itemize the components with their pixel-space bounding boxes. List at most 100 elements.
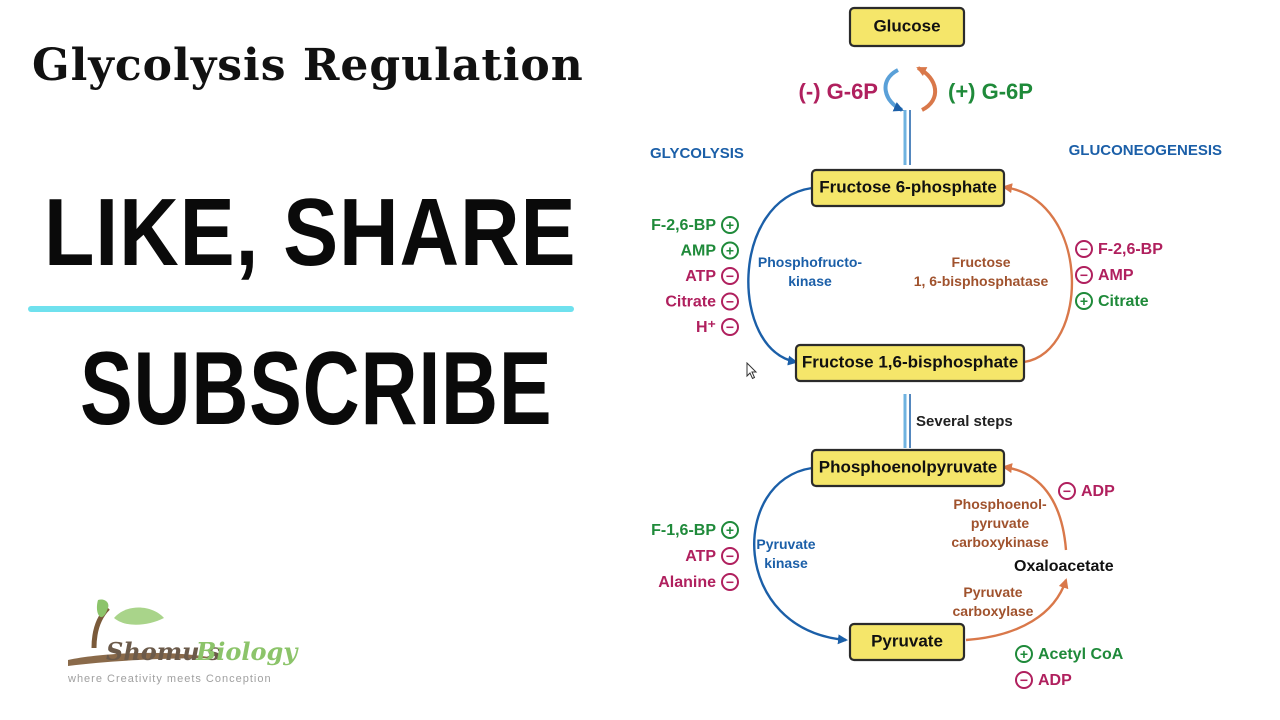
regulator-item: −ADP	[1058, 482, 1115, 500]
regulator-sign: +	[726, 522, 734, 538]
g6p-inhibit-arrow	[883, 68, 904, 112]
regulator-label: AMP	[680, 243, 716, 260]
glucose-f6p-arrow	[903, 110, 911, 165]
pepck-enzyme-label: Phosphoenol- pyruvate carboxykinase	[951, 496, 1048, 550]
regulator-item: −ATP	[685, 547, 739, 565]
regulator-item: +Acetyl CoA	[1015, 645, 1124, 663]
inhibitor-icon	[1075, 266, 1093, 284]
pepck-regulators: −ADP	[1058, 482, 1115, 500]
regulator-label: Citrate	[665, 294, 716, 311]
regulator-sign: +	[726, 243, 734, 259]
f16bp-box: Fructose 1,6-bisphosphate	[794, 343, 1026, 383]
pk-enzyme-label: Pyruvate kinase	[756, 536, 815, 571]
regulator-sign: −	[726, 548, 734, 564]
regulator-label: ADP	[1038, 672, 1072, 689]
regulator-label: ATP	[685, 548, 716, 565]
activator-icon	[1015, 645, 1033, 663]
regulator-label: F-1,6-BP	[651, 522, 716, 539]
pc-enzyme-label: Pyruvate carboxylase	[953, 584, 1034, 619]
svg-text:Phosphofructo-: Phosphofructo-	[758, 254, 863, 270]
regulator-sign: −	[726, 319, 734, 335]
svg-text:Phosphoenolpyruvate: Phosphoenolpyruvate	[819, 457, 998, 476]
sprout-icon	[68, 599, 214, 666]
regulator-sign: −	[726, 294, 734, 310]
regulator-label: Alanine	[658, 574, 716, 591]
regulator-item: + Citrate	[1075, 292, 1149, 310]
regulator-label: Citrate	[1098, 293, 1149, 310]
svg-text:Pyruvate: Pyruvate	[963, 584, 1022, 600]
gluconeogenesis-header: GLUCONEOGENESIS	[1069, 142, 1222, 159]
svg-text:Fructose: Fructose	[951, 254, 1010, 270]
activator-icon	[721, 216, 739, 234]
regulator-sign: −	[726, 574, 734, 590]
logo-tagline: where Creativity meets Conception	[67, 673, 272, 685]
regulator-sign: −	[1080, 267, 1088, 283]
regulator-item: −ATP	[685, 267, 739, 285]
regulator-sign: −	[1063, 483, 1071, 499]
svg-text:pyruvate: pyruvate	[971, 515, 1030, 531]
regulator-item: −AMP	[1075, 266, 1134, 284]
svg-text:1, 6-bisphosphatase: 1, 6-bisphosphatase	[914, 273, 1049, 289]
svg-text:Phosphoenol-: Phosphoenol-	[953, 496, 1047, 512]
regulator-item: + F-1,6-BP	[651, 521, 739, 539]
activator-icon	[721, 241, 739, 260]
regulator-sign: +	[726, 217, 734, 233]
subscribe-heading: SUBSCRIBE	[80, 331, 553, 447]
inhibitor-icon	[721, 573, 739, 591]
several-steps-arrow	[903, 394, 911, 448]
svg-text:Fructose 6-phosphate: Fructose 6-phosphate	[819, 177, 997, 196]
g6p-inhibit-label: (-) G-6P	[799, 79, 878, 104]
regulator-item: −F-2,6-BP	[1075, 240, 1163, 258]
inhibitor-icon	[1015, 671, 1033, 689]
svg-text:carboxylase: carboxylase	[953, 603, 1034, 619]
pfk-arrow	[747, 186, 813, 366]
regulator-sign: +	[1080, 293, 1088, 309]
page-title: Glycolysis Regulation	[32, 40, 584, 91]
pfk-enzyme-label: Phosphofructo- kinase	[758, 254, 863, 289]
svg-text:Glucose: Glucose	[873, 16, 940, 35]
svg-text:Pyruvate: Pyruvate	[871, 631, 943, 650]
pc-regulators: +Acetyl CoA −ADP	[1015, 645, 1124, 689]
inhibitor-icon	[721, 292, 739, 311]
regulator-label: ATP	[685, 268, 716, 285]
regulator-item: −H⁺	[696, 318, 739, 336]
regulator-item: −ADP	[1015, 671, 1072, 689]
regulator-label: AMP	[1098, 267, 1134, 284]
oxaloacetate-label: Oxaloacetate	[1014, 558, 1114, 575]
pk-regulators: +F-1,6-BP−ATP−Alanine	[651, 521, 739, 591]
g6p-activate-label: (+) G-6P	[948, 79, 1033, 104]
logo-brand-a: Shomu's	[106, 637, 221, 666]
f6p-box: Fructose 6-phosphate	[810, 168, 1006, 208]
glycolysis-regulation-diagram: GLYCOLYSIS GLUCONEOGENESIS (-) G-6P (+) …	[650, 6, 1222, 689]
regulator-sign: −	[1020, 672, 1028, 688]
several-steps-label: Several steps	[916, 413, 1013, 430]
inhibitor-icon	[1058, 482, 1076, 500]
regulator-label: H⁺	[696, 319, 716, 336]
activator-icon	[721, 521, 739, 539]
pc-arrow	[965, 578, 1069, 642]
svg-text:carboxykinase: carboxykinase	[951, 534, 1048, 550]
like-share-heading: LIKE, SHARE	[44, 179, 577, 286]
regulator-label: F-2,6-BP	[1098, 241, 1163, 258]
regulator-item: −Citrate	[665, 292, 739, 311]
regulator-item: +F-2,6-BP	[651, 216, 739, 234]
inhibitor-icon	[1075, 240, 1093, 258]
pepck-arrow	[1002, 463, 1068, 551]
svg-text:kinase: kinase	[788, 273, 832, 289]
pyruvate-box: Pyruvate	[848, 622, 966, 662]
fbpase-arrow	[1002, 183, 1073, 364]
fbpase-regulators: −F-2,6-BP −AMP + Citrate	[1075, 240, 1163, 310]
pep-box: Phosphoenolpyruvate	[810, 448, 1006, 488]
regulator-label: ADP	[1081, 483, 1115, 500]
fbpase-enzyme-label: Fructose 1, 6-bisphosphatase	[914, 254, 1049, 289]
mouse-cursor-icon	[746, 362, 758, 380]
glucose-box: Glucose	[848, 6, 966, 48]
regulator-item: + AMP	[680, 241, 739, 260]
logo-brand-b: Biology	[195, 637, 299, 666]
activator-icon	[1075, 292, 1093, 310]
pfk-regulators: +F-2,6-BP+AMP−ATP−Citrate−H⁺	[651, 216, 739, 336]
glycolysis-header: GLYCOLYSIS	[650, 145, 744, 162]
inhibitor-icon	[721, 547, 739, 565]
shomus-biology-logo: Shomu's Biology where Creativity meets C…	[67, 599, 299, 685]
pk-arrow	[753, 466, 848, 645]
